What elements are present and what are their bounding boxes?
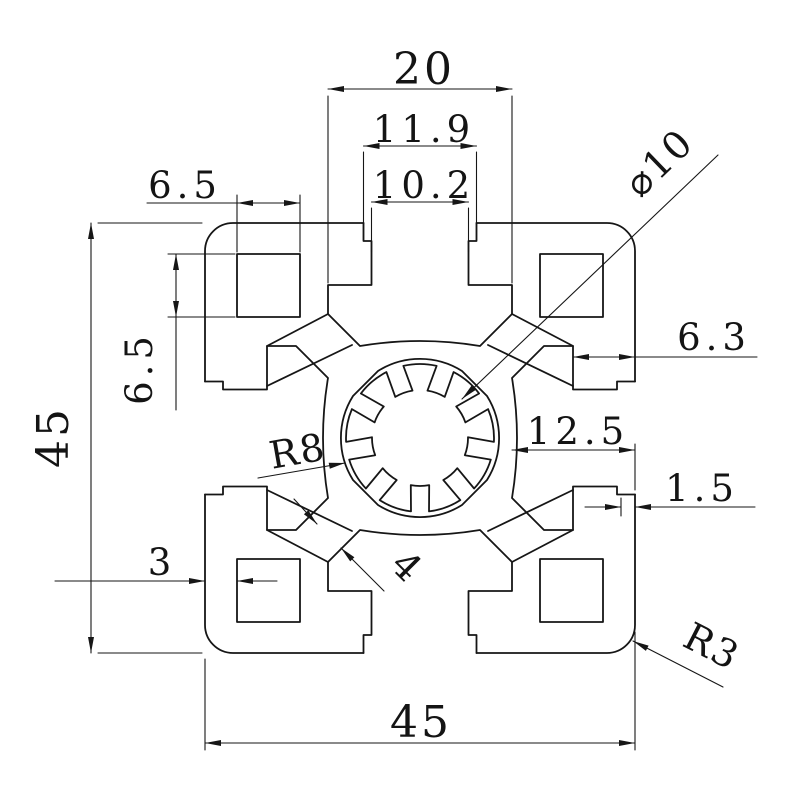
dim-20-lines: [327, 88, 513, 284]
dim-3-label: 3: [148, 541, 177, 584]
dim-12_5-label: 12.5: [527, 410, 629, 453]
dim-6_5-h-label: 6.5: [148, 164, 222, 207]
diagonal-webs: [266, 313, 574, 563]
dim-6_5-v-lines: [167, 253, 236, 411]
dim-6_3-label: 6.3: [677, 316, 751, 359]
t-slot-right: [511, 345, 636, 531]
center-spline-bore: [345, 363, 495, 513]
corner-hole-bottom-right: [539, 558, 604, 623]
dim-45-bottom-lines: [204, 631, 636, 751]
dim-11_9-lines: [362, 145, 478, 241]
dim-12_5-lines: [511, 443, 636, 491]
dim-6_5-h-lines: [146, 194, 301, 253]
dim-4-label: 4: [382, 542, 432, 592]
dim-45-left-label: 45: [28, 406, 79, 468]
dim-phi10-label: ⌀10: [616, 120, 702, 205]
dim-10_2-label: 10.2: [373, 164, 475, 207]
leader-r3: [632, 640, 724, 688]
dim-10_2-lines: [370, 201, 470, 253]
corner-hole-top-left: [236, 253, 301, 318]
outer-contour: [204, 222, 636, 654]
t-slot-top: [327, 222, 513, 347]
dim-r8-label: R8: [266, 425, 330, 478]
dimension-labels: 20 11.9 10.2 6.5 6.5 45 45 6.3 12.5 1.5 …: [28, 44, 751, 748]
dim-45-bottom-label: 45: [390, 697, 452, 748]
t-slot-left: [204, 345, 329, 531]
dim-45-left-lines: [90, 222, 203, 654]
center-boss-arcs: [340, 358, 500, 518]
corner-hole-bottom-left: [236, 558, 301, 623]
dim-11_9-label: 11.9: [373, 108, 475, 151]
dimension-lines: [54, 86, 758, 751]
leader-phi10: [461, 154, 719, 400]
extrusion-profile: [204, 222, 636, 654]
corner-hole-top-right: [539, 253, 604, 318]
dim-20-label: 20: [393, 44, 455, 95]
dim-6_5-v-label: 6.5: [118, 331, 161, 405]
dim-1_5-label: 1.5: [665, 467, 739, 510]
t-slot-bottom: [327, 529, 513, 654]
